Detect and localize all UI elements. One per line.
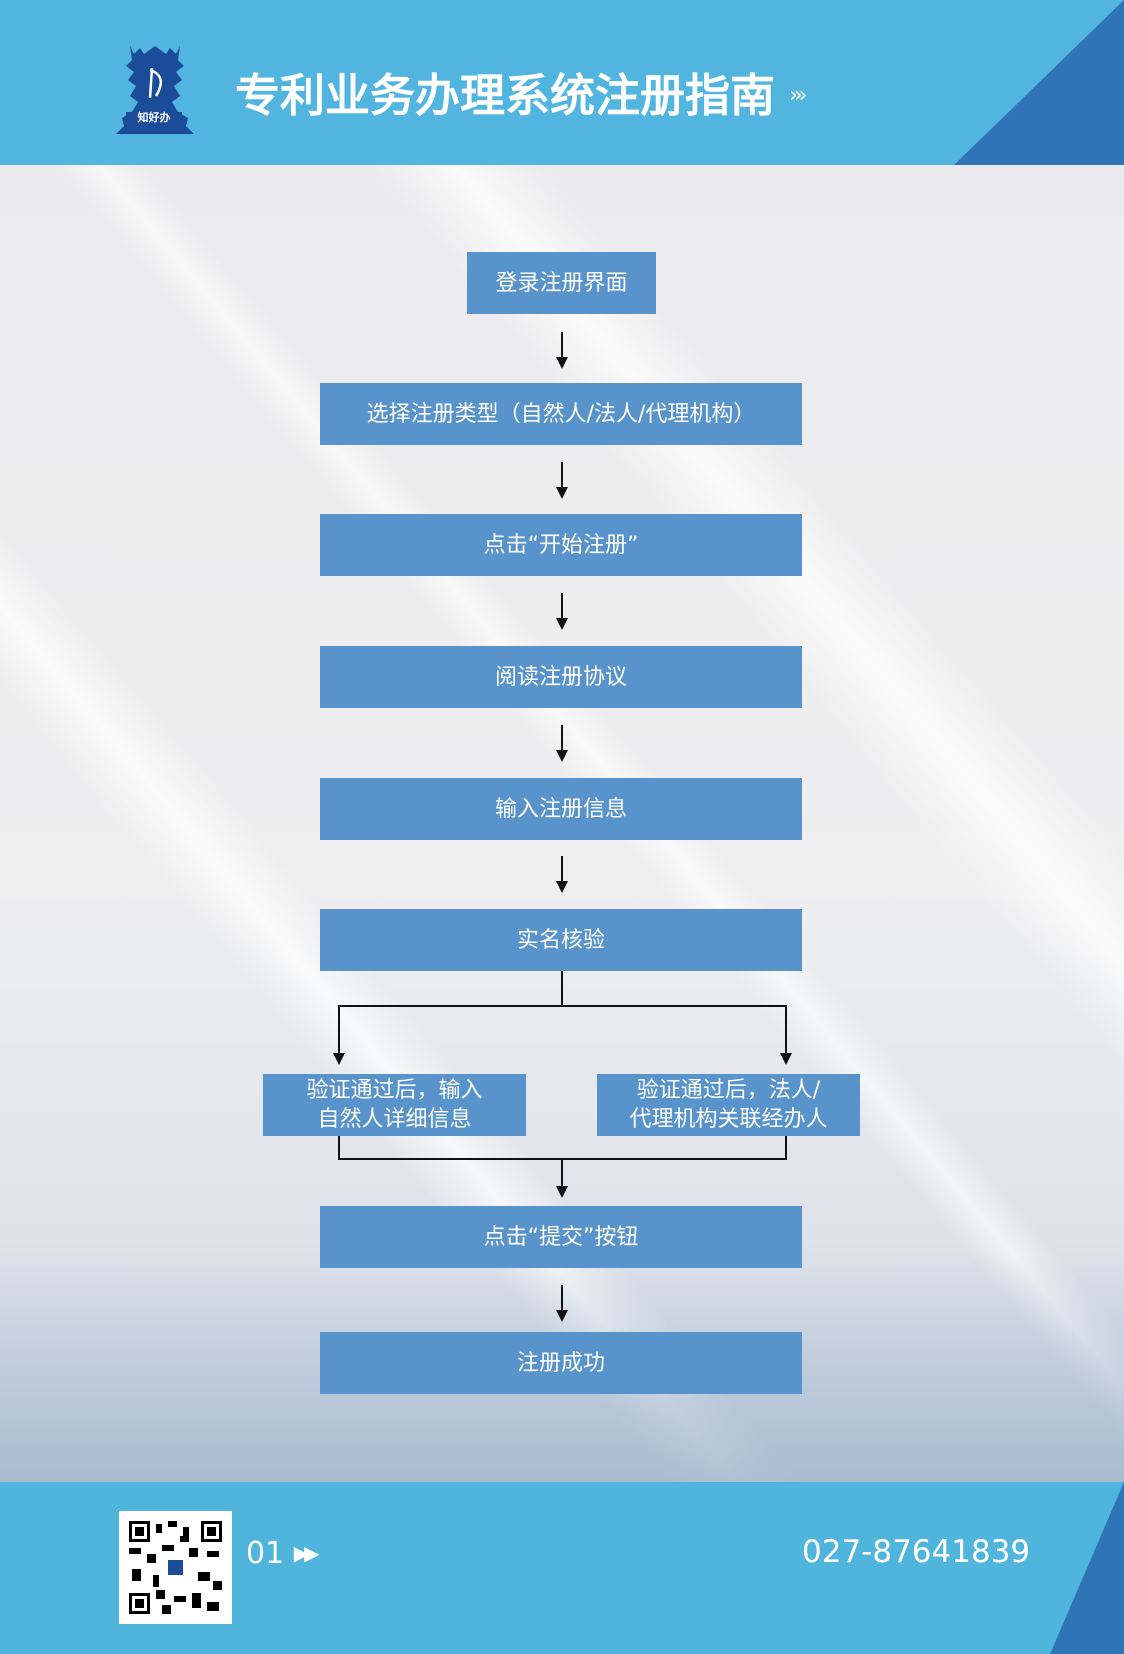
step-input-info: 输入注册信息 — [320, 778, 802, 840]
qr-code — [119, 1511, 232, 1624]
step-start: 点击“开始注册” — [320, 514, 802, 576]
page-title: 专利业务办理系统注册指南 — [235, 69, 776, 122]
arrowhead — [556, 1310, 568, 1322]
arrowhead — [780, 1053, 792, 1065]
page-number: 01 ▶▶ — [246, 1536, 320, 1571]
step-select-type: 选择注册类型（自然人/法人/代理机构） — [320, 383, 802, 445]
step-success: 注册成功 — [320, 1332, 802, 1394]
arrow — [561, 1158, 563, 1186]
arrowhead — [556, 881, 568, 893]
arrow — [561, 462, 563, 488]
phone-number: 027-87641839 — [802, 1534, 1031, 1570]
join-line — [785, 1136, 787, 1159]
arrow — [561, 593, 563, 619]
arrowhead — [556, 750, 568, 762]
arrow — [561, 725, 563, 751]
join-line — [338, 1136, 340, 1159]
header: 知好办 专利业务办理系统注册指南 ››› — [0, 0, 1124, 165]
chevrons-icon: ››› — [789, 83, 808, 108]
split-line — [338, 1005, 340, 1053]
arrowhead — [556, 357, 568, 369]
arrow — [561, 856, 563, 882]
arrowhead — [556, 618, 568, 630]
step-agreement: 阅读注册协议 — [320, 646, 802, 708]
step-login: 登录注册界面 — [467, 252, 656, 314]
branch-legal-entity: 验证通过后，法人/代理机构关联经办人 — [597, 1074, 860, 1136]
split-line — [561, 971, 563, 1006]
split-line — [338, 1005, 787, 1007]
svg-text:知好办: 知好办 — [137, 110, 171, 124]
split-line — [785, 1005, 787, 1053]
footer: 01 ▶▶ 027-87641839 — [0, 1482, 1124, 1654]
arrow — [561, 1285, 563, 1311]
step-submit: 点击“提交”按钮 — [320, 1206, 802, 1268]
double-arrow-icon: ▶▶ — [293, 1541, 320, 1565]
step-verify: 实名核验 — [320, 909, 802, 971]
arrowhead — [556, 1186, 568, 1198]
branch-natural-person: 验证通过后，输入自然人详细信息 — [263, 1074, 526, 1136]
title-row: 专利业务办理系统注册指南 ››› — [235, 68, 808, 124]
arrowhead — [333, 1053, 345, 1065]
arrow — [561, 332, 563, 358]
arrowhead — [556, 487, 568, 499]
logo-icon: 知好办 — [116, 46, 194, 134]
